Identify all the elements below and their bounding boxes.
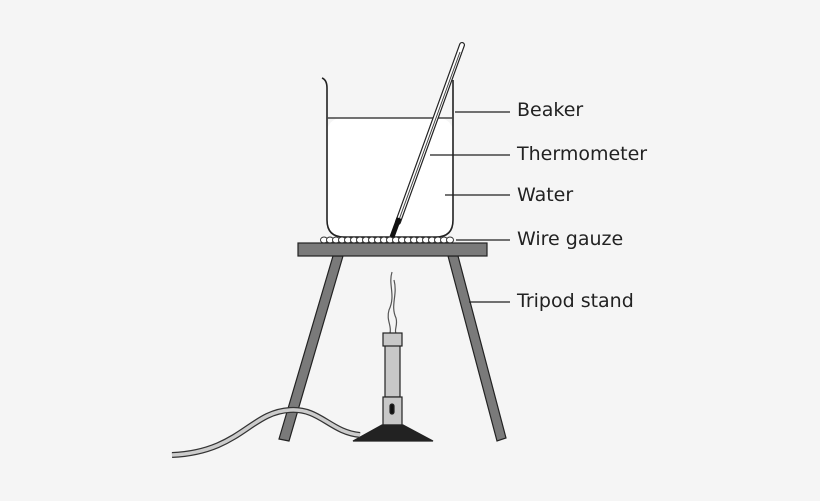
label-thermometer: Thermometer xyxy=(517,143,648,165)
wire-gauze xyxy=(320,236,454,244)
tripod-stand xyxy=(278,242,507,442)
bunsen-burner xyxy=(352,271,434,442)
label-beaker: Beaker xyxy=(517,99,584,121)
leader-lines xyxy=(430,111,510,303)
beaker xyxy=(321,77,454,238)
thermometer xyxy=(389,42,465,238)
gauze-loop xyxy=(446,236,454,244)
label-wire-gauze: Wire gauze xyxy=(517,228,624,250)
gas-hose xyxy=(171,406,361,458)
label-water: Water xyxy=(517,184,574,206)
label-tripod-stand: Tripod stand xyxy=(517,290,634,312)
water xyxy=(327,118,453,236)
